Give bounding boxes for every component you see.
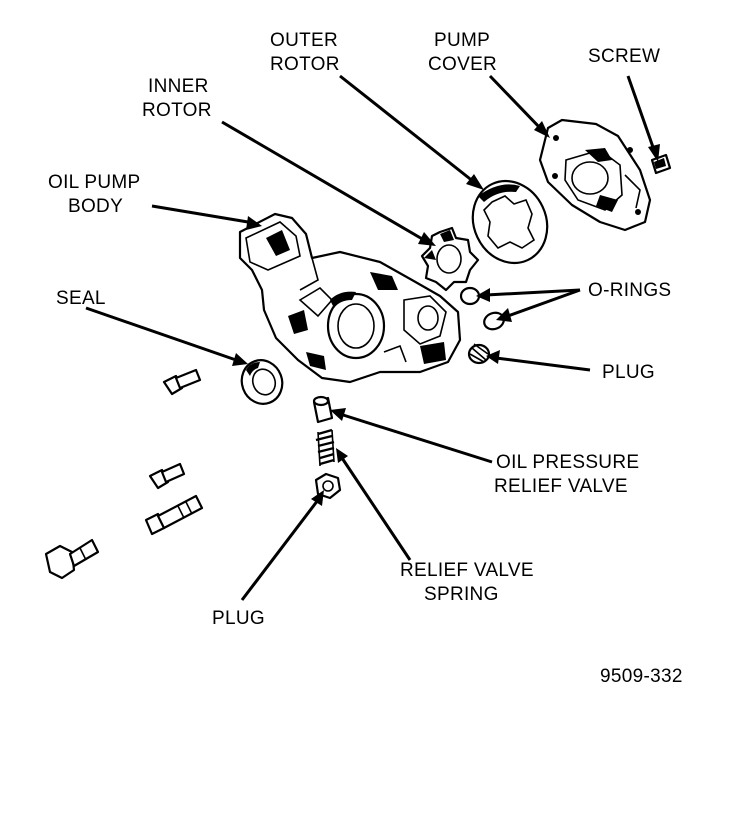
plug-right	[467, 343, 491, 365]
leader-lines	[85, 74, 660, 601]
label-oil-pump-body-line2: BODY	[68, 196, 123, 217]
relief-valve-spring	[315, 428, 335, 467]
seal	[240, 359, 284, 405]
label-seal: SEAL	[56, 288, 106, 309]
outer-rotor	[471, 179, 549, 265]
label-inner-rotor-line1: INNER	[148, 76, 209, 97]
bolts	[44, 368, 204, 580]
figure-number: 9509-332	[600, 666, 683, 687]
label-oil-pressure-relief-valve-line2: RELIEF VALVE	[494, 476, 628, 497]
bolt-3	[144, 494, 204, 536]
label-oil-pump-body-line1: OIL PUMP	[48, 172, 141, 193]
label-screw: SCREW	[588, 46, 660, 67]
label-plug-bottom: PLUG	[212, 608, 265, 629]
oil-pressure-relief-valve	[312, 395, 334, 424]
label-oil-pressure-relief-valve-line1: OIL PRESSURE	[496, 452, 639, 473]
label-inner-rotor-line2: ROTOR	[142, 100, 212, 121]
screw	[650, 153, 672, 175]
bolt-1	[162, 368, 202, 396]
label-plug-right: PLUG	[602, 362, 655, 383]
inner-rotor	[420, 226, 480, 292]
label-relief-valve-spring-line2: SPRING	[424, 584, 499, 605]
label-pump-cover-line1: PUMP	[434, 30, 490, 51]
pump-cover	[538, 118, 652, 232]
label-pump-cover-line2: COVER	[428, 54, 497, 75]
bolt-4	[44, 538, 100, 580]
oil-pump-body	[238, 212, 462, 384]
label-o-rings: O-RINGS	[588, 280, 671, 301]
label-outer-rotor-line2: ROTOR	[270, 54, 340, 75]
label-outer-rotor-line1: OUTER	[270, 30, 338, 51]
labels: OUTER ROTOR PUMP COVER SCREW INNER ROTOR…	[48, 30, 683, 687]
bolt-2	[148, 462, 186, 490]
label-relief-valve-spring-line1: RELIEF VALVE	[400, 560, 534, 581]
